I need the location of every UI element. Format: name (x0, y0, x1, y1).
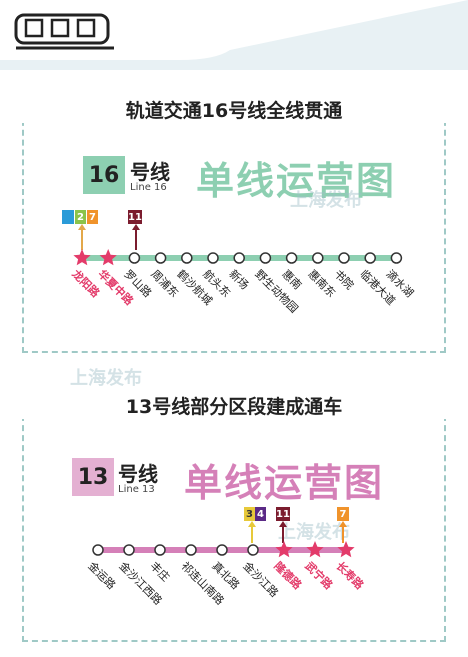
line13-english: Line 13 (118, 484, 155, 495)
header (0, 0, 468, 70)
line16-station-marker (207, 252, 219, 264)
line13-number-badge: 13 (72, 458, 114, 496)
line13-station-marker (216, 544, 228, 556)
line16-name: 号线 (130, 160, 170, 184)
line16-station-marker (233, 252, 245, 264)
line16-station-marker (259, 252, 272, 264)
line13-station-marker (275, 541, 293, 558)
header-graphic (0, 0, 468, 70)
line2-badge: 2 (75, 210, 86, 224)
line16-op-map-title: 单线运营图 (196, 159, 397, 203)
line16-number-badge: 16 (83, 156, 125, 194)
line11-badge-13: 11 (276, 507, 290, 521)
line13-name: 号线 (118, 462, 158, 486)
line13-op-map-title: 单线运营图 (184, 461, 385, 505)
line16-station-marker (390, 252, 403, 264)
line13-station-marker (154, 544, 166, 556)
line13-section-title: 13号线部分区段建成通车 (0, 392, 468, 419)
line16-station-marker (128, 252, 141, 264)
metro-train-icon (14, 13, 114, 50)
line13-station-marker (92, 544, 104, 556)
line16-station-marker (312, 252, 324, 264)
line7-badge-13: 7 (337, 507, 349, 521)
line13-station-marker (123, 544, 135, 556)
watermark: 上海发布 (290, 190, 362, 211)
line13-station-marker (247, 544, 259, 556)
line16-station-marker (338, 252, 350, 264)
line16-station-marker (364, 252, 376, 264)
line16-station-marker (99, 249, 117, 266)
line16-english: Line 16 (130, 182, 167, 193)
line16-section-title: 轨道交通16号线全线贯通 (0, 96, 468, 123)
metro-icon (62, 210, 74, 224)
line16-station-marker (181, 252, 193, 264)
line13-station-marker (337, 541, 355, 558)
line16-station-marker (285, 252, 298, 264)
line13-station-marker (185, 544, 197, 556)
line4-badge: 4 (255, 507, 266, 521)
watermark-3: 上海发布 (70, 368, 142, 389)
line16-station-marker (154, 252, 167, 264)
line11-badge: 11 (128, 210, 142, 224)
watermark-2: 上海发布 (278, 522, 350, 543)
line16-station-marker (73, 249, 91, 266)
line13-station-marker (306, 541, 324, 558)
line3-badge: 3 (244, 507, 255, 521)
line7-badge: 7 (87, 210, 98, 224)
